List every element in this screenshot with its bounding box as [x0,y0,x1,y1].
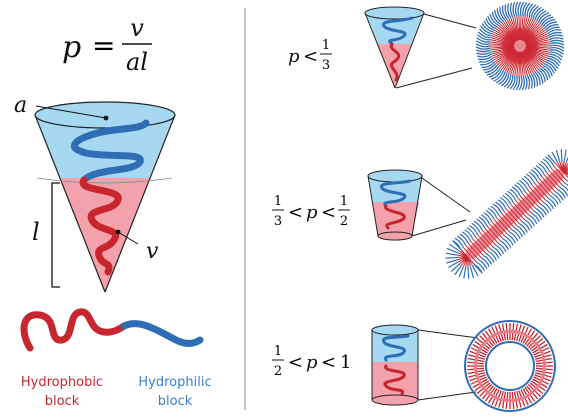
cond2-lt2: < [321,202,336,223]
hydrophilic-chain-segment [120,320,204,347]
label-a: a [14,93,27,118]
formula-equals: = [92,29,115,62]
legend-hydrophilic-line2: block [158,394,193,409]
legend-hydrophobic-line1: Hydrophobic [21,375,103,390]
cond3-lt2: < [321,352,336,373]
spherical-micelle [475,1,565,91]
big-cone: a v l [14,93,176,293]
condition-one-third-to-one-half: 1 3 < p < 1 2 [272,194,350,229]
small-cone [364,6,425,89]
cond3-right: 1 [340,352,351,373]
packing-formula: p = v al [62,14,152,76]
cond2-right-num: 1 [340,194,348,209]
cond1-num: 1 [322,38,330,53]
truncated-cone [367,169,423,241]
formula-p: p [62,30,81,65]
length-bracket [51,182,60,288]
cond2-left-den: 3 [274,214,282,229]
vesicle-bilayer [464,320,556,412]
cylinder-shape [371,324,419,406]
formula-denominator: al [126,48,148,76]
cond2-left-num: 1 [274,194,282,209]
cone-hydrophilic-chain [70,119,150,184]
condition-p-lt-one-third: p < 1 3 [288,38,332,73]
label-v: v [146,239,159,264]
legend-hydrophilic-line1: Hydrophilic [138,375,211,390]
legend-hydrophobic-line2: block [45,394,80,409]
cond3-p: p [306,352,318,373]
formula-numerator: v [130,14,144,42]
cone-top-ellipse [34,101,176,129]
cond1-den: 3 [322,58,330,73]
hydrophobic-chain-segment [20,308,128,352]
condition-one-half-to-one: 1 2 < p < 1 [272,344,351,379]
cond1-lt: < [303,46,318,67]
cone-hydrophobic-chain [79,176,122,276]
cond1-p: p [288,46,300,67]
label-l: l [32,218,40,246]
cond2-right-den: 2 [340,214,348,229]
cond3-left-num: 1 [274,344,282,359]
cylindrical-micelle [445,149,568,279]
cond2-lt1: < [288,202,303,223]
cond3-lt1: < [288,352,303,373]
amphiphile-chain [20,308,204,352]
cond2-p: p [306,202,318,223]
cond3-left-den: 2 [274,364,282,379]
